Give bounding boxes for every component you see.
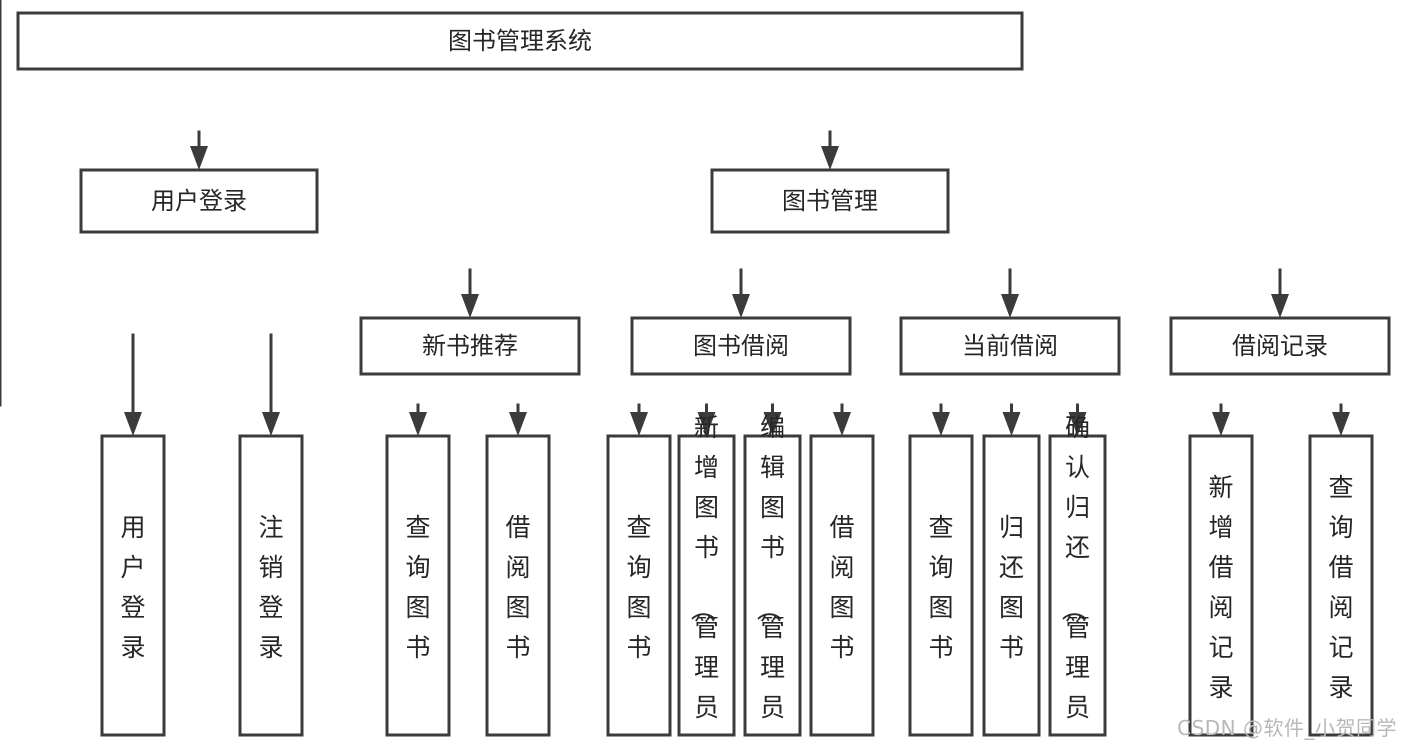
node-new-book-recommend-rect <box>359 316 581 376</box>
node-book-management-label: 图书管理 <box>782 187 878 215</box>
node-current-borrow-rect <box>899 316 1121 376</box>
node-borrow-record[interactable]: 借阅记录 <box>1169 316 1391 376</box>
node-leaf-edit-book-admin-rect <box>743 434 802 737</box>
node-leaf-logout-login-rect <box>238 434 304 737</box>
node-leaf-return-book[interactable]: 归还图书 <box>982 434 1041 737</box>
node-new-book-recommend[interactable]: 新书推荐 <box>359 316 581 376</box>
node-leaf-add-borrow-record-rect <box>1188 434 1254 737</box>
node-user-login-rect <box>79 168 319 234</box>
node-leaf-borrow-book-recommend[interactable]: 借阅图书 <box>485 434 551 737</box>
node-leaf-return-book-label: 归还图书 <box>999 513 1024 662</box>
node-leaf-logout-login-label: 注销登录 <box>258 513 283 662</box>
node-leaf-query-book-current-label: 查询图书 <box>928 513 953 662</box>
node-leaf-borrow-book-borrow-rect <box>809 434 875 737</box>
node-leaf-query-borrow-record[interactable]: 查询借阅记录 <box>1308 434 1374 737</box>
node-leaf-borrow-book-borrow[interactable]: 借阅图书 <box>809 434 875 737</box>
node-leaf-query-book-recommend[interactable]: 查询图书 <box>385 434 451 737</box>
node-leaf-add-book-admin-label: 新增图书（管理员） <box>688 413 719 747</box>
node-leaf-query-book-current-rect <box>908 434 974 737</box>
node-book-management-rect <box>710 168 950 234</box>
node-leaf-add-borrow-record-label: 新增借阅记录 <box>1208 473 1233 702</box>
node-leaf-query-book-current[interactable]: 查询图书 <box>908 434 974 737</box>
node-leaf-query-book-borrow[interactable]: 查询图书 <box>606 434 672 737</box>
node-root[interactable]: 图书管理系统 <box>16 11 1024 71</box>
node-borrow-record-rect <box>1169 316 1391 376</box>
node-leaf-confirm-return-admin[interactable]: 确认归还（管理员） <box>1048 413 1107 747</box>
node-current-borrow-label: 当前借阅 <box>962 332 1058 360</box>
node-leaf-query-book-recommend-label: 查询图书 <box>405 513 430 662</box>
connector-edges <box>0 0 1350 436</box>
node-leaf-query-borrow-record-rect <box>1308 434 1374 737</box>
node-leaf-add-book-admin[interactable]: 新增图书（管理员） <box>677 413 736 747</box>
node-borrow-record-label: 借阅记录 <box>1232 332 1328 360</box>
node-leaf-borrow-book-recommend-label: 借阅图书 <box>505 513 530 662</box>
node-leaf-logout-login[interactable]: 注销登录 <box>238 434 304 737</box>
node-current-borrow[interactable]: 当前借阅 <box>899 316 1121 376</box>
node-leaf-return-book-rect <box>982 434 1041 737</box>
node-book-borrow-label: 图书借阅 <box>693 332 789 360</box>
node-leaf-query-borrow-record-label: 查询借阅记录 <box>1328 473 1353 702</box>
node-leaf-user-login[interactable]: 用户登录 <box>100 434 166 737</box>
node-book-borrow[interactable]: 图书借阅 <box>630 316 852 376</box>
node-leaf-confirm-return-admin-label: 确认归还（管理员） <box>1059 413 1090 747</box>
node-leaf-user-login-label: 用户登录 <box>120 513 145 662</box>
node-new-book-recommend-label: 新书推荐 <box>422 332 518 360</box>
node-leaf-confirm-return-admin-rect <box>1048 434 1107 737</box>
node-root-rect <box>16 11 1024 71</box>
node-leaf-user-login-rect <box>100 434 166 737</box>
node-leaf-query-book-recommend-rect <box>385 434 451 737</box>
node-leaf-edit-book-admin[interactable]: 编辑图书（管理员） <box>743 413 802 747</box>
node-boxes: 图书管理系统用户登录图书管理新书推荐图书借阅当前借阅借阅记录用户登录注销登录查询… <box>16 11 1391 747</box>
node-book-management[interactable]: 图书管理 <box>710 168 950 234</box>
node-book-borrow-rect <box>630 316 852 376</box>
node-user-login-label: 用户登录 <box>151 187 247 215</box>
node-leaf-add-book-admin-rect <box>677 434 736 737</box>
node-leaf-add-borrow-record[interactable]: 新增借阅记录 <box>1188 434 1254 737</box>
node-leaf-query-book-borrow-rect <box>606 434 672 737</box>
node-root-label: 图书管理系统 <box>448 27 592 55</box>
node-leaf-query-book-borrow-label: 查询图书 <box>626 513 651 662</box>
node-leaf-borrow-book-borrow-label: 借阅图书 <box>829 513 854 662</box>
node-leaf-edit-book-admin-label: 编辑图书（管理员） <box>754 413 785 747</box>
node-user-login[interactable]: 用户登录 <box>79 168 319 234</box>
node-leaf-borrow-book-recommend-rect <box>485 434 551 737</box>
